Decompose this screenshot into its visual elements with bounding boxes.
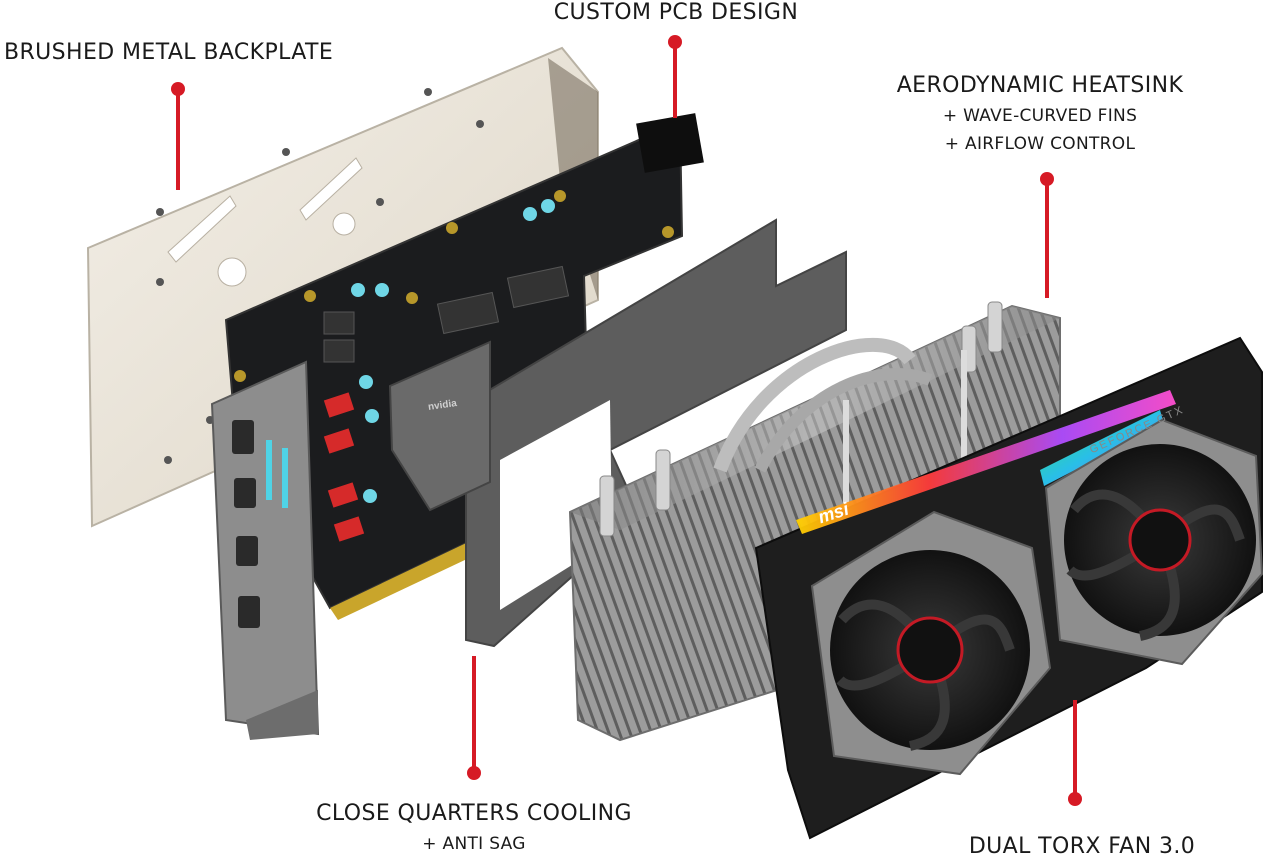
fan-shroud bbox=[754, 336, 1264, 840]
heatsink-label: AERODYNAMIC HEATSINK bbox=[896, 73, 1184, 98]
pcb-label: CUSTOM PCB DESIGN bbox=[553, 0, 799, 25]
backplate-callout-dot bbox=[171, 82, 185, 96]
backplate-callout-line bbox=[176, 88, 180, 190]
backplate-label: BRUSHED METAL BACKPLATE bbox=[4, 40, 334, 65]
fan-label: DUAL TORX FAN 3.0 bbox=[968, 834, 1196, 859]
io-bracket bbox=[210, 360, 320, 740]
fan-callout-dot bbox=[1068, 792, 1082, 806]
fan-callout-line bbox=[1073, 700, 1077, 796]
heatsink-fins-label: + WAVE-CURVED FINS bbox=[942, 106, 1138, 126]
cooling-callout-dot bbox=[467, 766, 481, 780]
heatsink-callout-line bbox=[1045, 180, 1049, 298]
fan-right bbox=[1044, 418, 1264, 666]
heatsink-airflow-label: + AIRFLOW CONTROL bbox=[944, 134, 1136, 154]
cooling-callout-line bbox=[472, 656, 476, 772]
cooling-label: CLOSE QUARTERS COOLING bbox=[316, 801, 632, 826]
heatsink-callout-dot bbox=[1040, 172, 1054, 186]
pcb-callout-dot bbox=[668, 35, 682, 49]
anti-sag-label: + ANTI SAG bbox=[422, 834, 526, 854]
fan-left bbox=[810, 510, 1052, 776]
pcb-callout-line bbox=[673, 42, 677, 118]
